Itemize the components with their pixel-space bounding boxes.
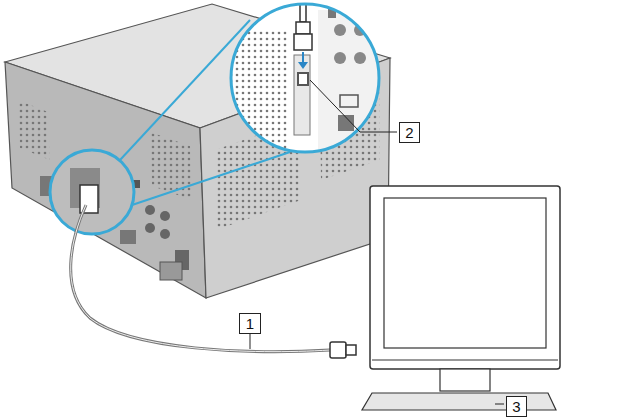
hdmi-port-closeup — [230, 0, 397, 160]
computer — [5, 4, 390, 298]
television — [362, 186, 560, 410]
hdmi-cable — [71, 205, 356, 358]
callout-number: 2 — [399, 122, 420, 143]
callout-number: 1 — [239, 313, 261, 334]
callout-label: 3 — [512, 399, 520, 414]
callout-label: 1 — [246, 316, 254, 331]
callout-number: 3 — [506, 396, 527, 417]
callout-label: 2 — [405, 125, 413, 140]
